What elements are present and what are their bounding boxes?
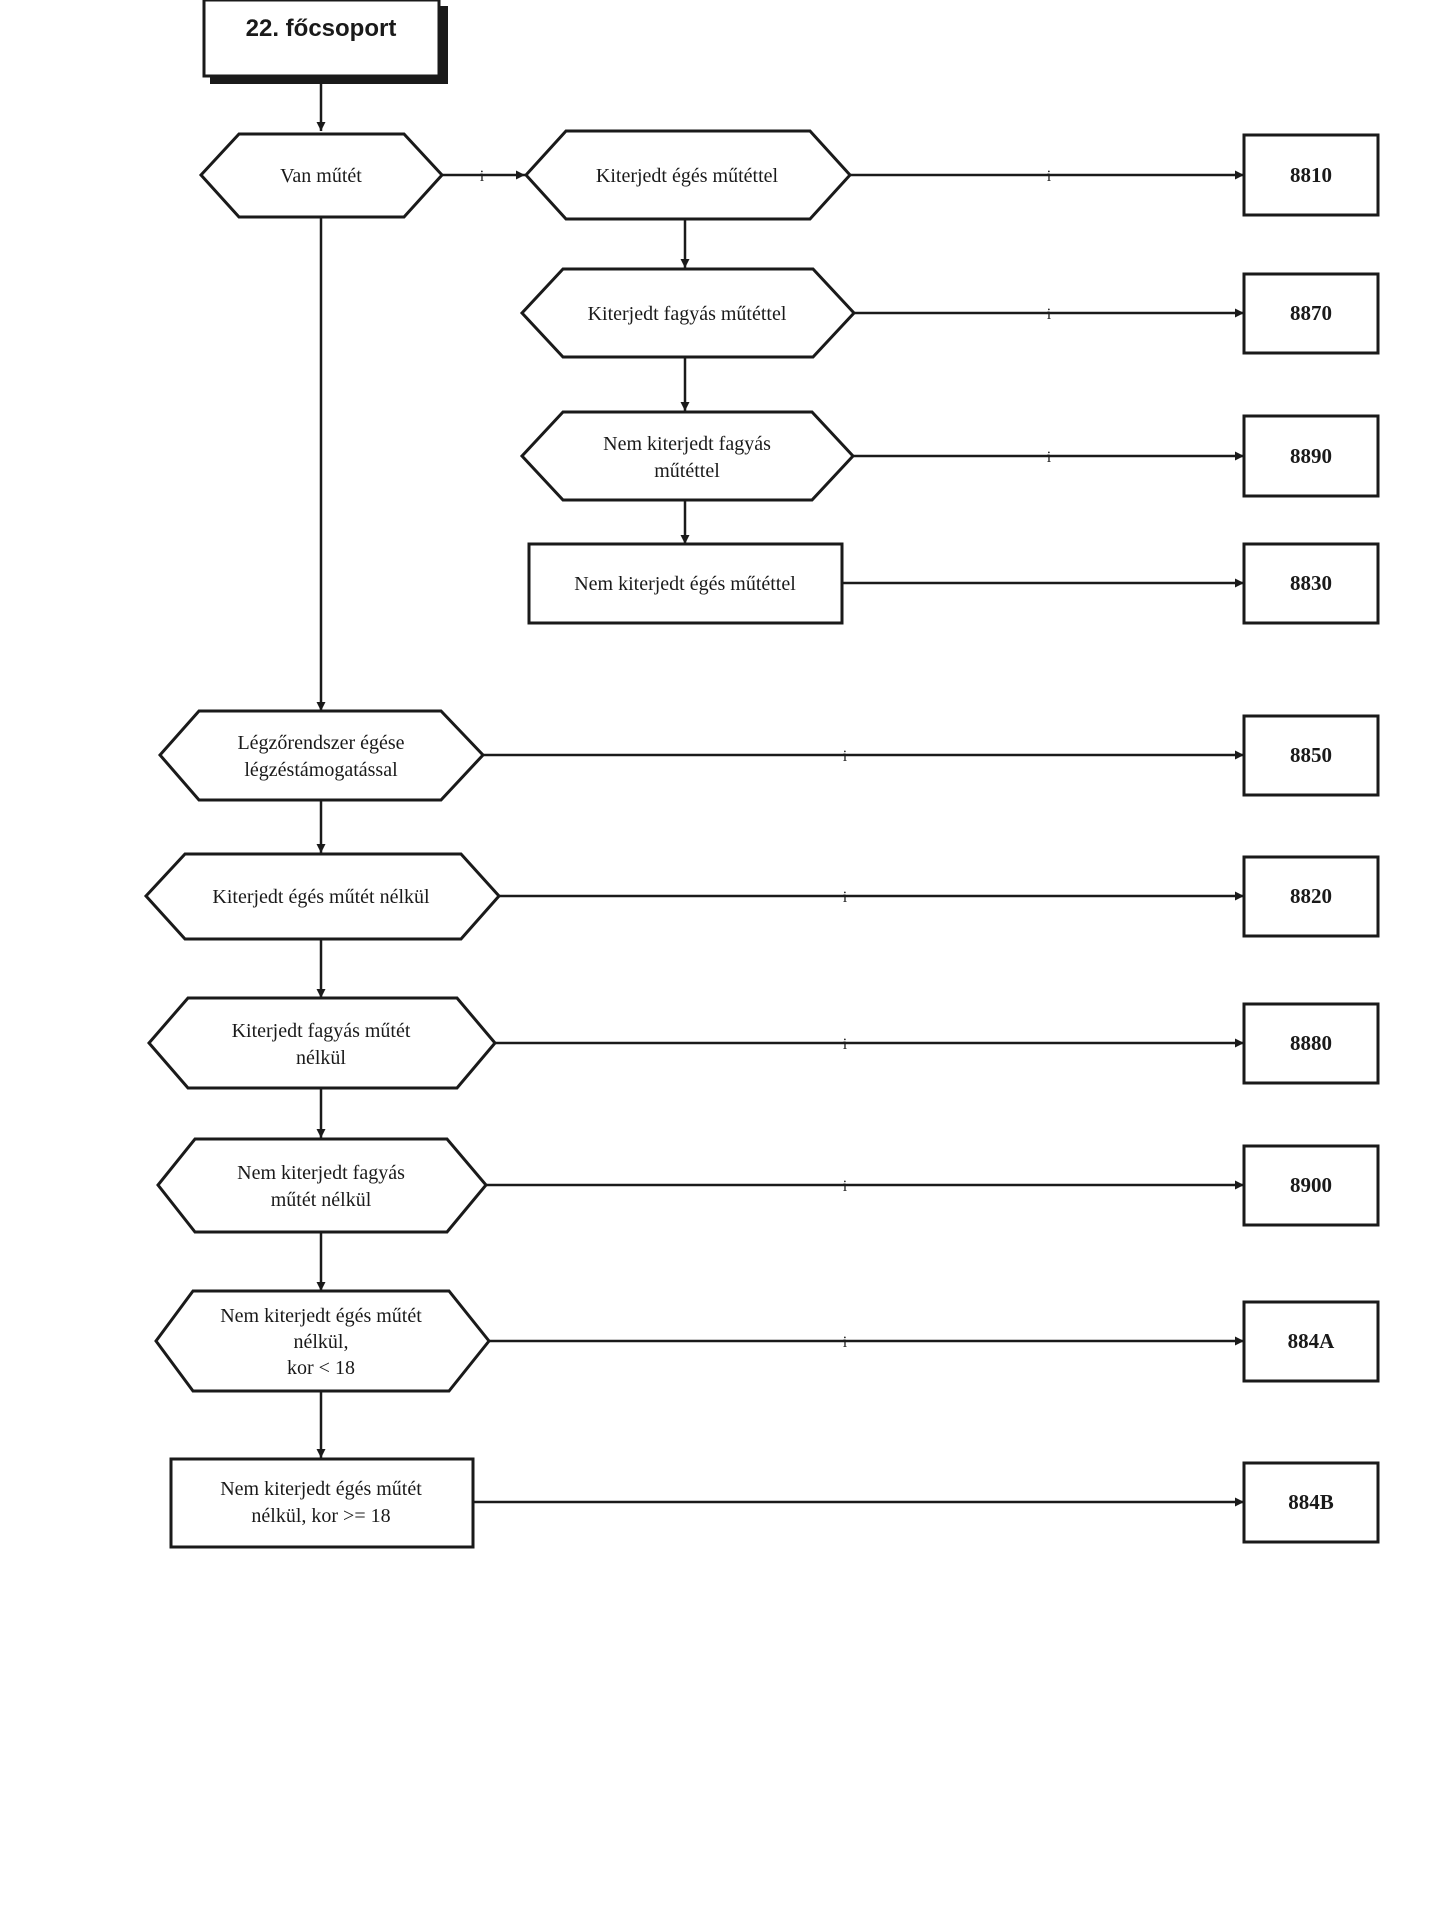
code-box-8820 <box>1242 855 1380 938</box>
decision-nem-kiterjedt-eges-mutet-nelkul-kor <box>154 1289 491 1393</box>
code-label: 8870 <box>1290 301 1332 325</box>
code-label: 8900 <box>1290 1173 1332 1197</box>
code-label: 884B <box>1288 1490 1334 1514</box>
title-text: 22. főcsoport <box>246 15 397 42</box>
code-boxes <box>1242 133 1380 1544</box>
decision-label: műtét nélkül <box>271 1189 372 1211</box>
process-texts: Nem kiterjedt égés műtéttel Nem kiterjed… <box>220 573 796 1527</box>
yes-label: i <box>843 748 848 765</box>
decision-kiterjedt-eges-mutet-nelkul <box>143 852 502 941</box>
code-box-8880 <box>1242 1002 1380 1085</box>
decision-label: Kiterjedt égés műtét nélkül <box>212 886 430 908</box>
yes-label: i <box>1047 168 1052 185</box>
code-label: 8890 <box>1290 444 1332 468</box>
decision-kiterjedt-eges-mutettel <box>523 129 853 221</box>
code-box-8870 <box>1242 272 1380 355</box>
title-box: 22. főcsoport <box>202 0 448 84</box>
decision-kiterjedt-fagyas-mutet-nelkul <box>147 996 497 1090</box>
decision-label: Nem kiterjedt fagyás <box>237 1162 405 1184</box>
decision-label: nélkül <box>296 1047 346 1069</box>
decision-van-mutet <box>198 132 445 219</box>
code-box-8810 <box>1242 133 1380 217</box>
code-label: 8820 <box>1290 884 1332 908</box>
decision-nem-kiterjedt-fagyas-mutettel <box>519 410 856 502</box>
decision-label: légzéstámogatással <box>244 759 398 781</box>
process-label: Nem kiterjedt égés műtéttel <box>574 573 796 595</box>
decision-label: Van műtét <box>280 165 362 187</box>
code-label: 8880 <box>1290 1031 1332 1055</box>
yes-label: i <box>843 1334 848 1351</box>
process-label: nélkül, kor >= 18 <box>251 1505 390 1527</box>
code-label: 8830 <box>1290 571 1332 595</box>
process-nodes <box>169 542 844 1549</box>
code-box-8890 <box>1242 414 1380 498</box>
decision-label: Légzőrendszer égése <box>237 732 404 754</box>
decision-label: Kiterjedt égés műtéttel <box>596 165 779 187</box>
yes-label: i <box>1047 306 1052 323</box>
process-nem-kiterjedt-eges-mutet-nelkul-kor-18 <box>169 1457 475 1549</box>
decision-label: Kiterjedt fagyás műtéttel <box>588 303 787 325</box>
yes-label: i <box>480 168 485 185</box>
connectors <box>316 84 1244 1507</box>
decision-label: nélkül, <box>294 1331 349 1353</box>
code-box-8830 <box>1242 542 1380 625</box>
decision-label: Kiterjedt fagyás műtét <box>232 1020 411 1042</box>
decision-texts: Van műtét Kiterjedt égés műtéttel Kiterj… <box>212 165 786 1379</box>
decision-legzorendszer-egese <box>158 709 486 802</box>
process-nem-kiterjedt-eges-mutettel <box>527 542 844 625</box>
code-box-8850 <box>1242 714 1380 797</box>
code-box-8900 <box>1242 1144 1380 1227</box>
yes-label: i <box>843 1178 848 1195</box>
process-label: Nem kiterjedt égés műtét <box>220 1478 422 1500</box>
code-label: 8850 <box>1290 743 1332 767</box>
code-label: 884A <box>1288 1329 1336 1353</box>
yes-label: i <box>843 1036 848 1053</box>
code-box-884A <box>1242 1300 1380 1383</box>
title-frame <box>202 0 441 78</box>
yes-label: i <box>843 889 848 906</box>
decision-label: Nem kiterjedt fagyás <box>603 433 771 455</box>
yes-labels: i i i i i i i i i <box>480 168 1052 1351</box>
decision-label: Nem kiterjedt égés műtét <box>220 1305 422 1327</box>
decision-nodes <box>143 129 857 1393</box>
code-label: 8810 <box>1290 163 1332 187</box>
decision-nem-kiterjedt-fagyas-mutet-nelkul <box>156 1137 488 1234</box>
yes-label: i <box>1047 449 1052 466</box>
decision-kiterjedt-fagyas-mutettel <box>519 267 857 359</box>
code-texts: 8810 8870 8890 8830 8850 8820 8880 8900 … <box>1288 163 1336 1514</box>
decision-label: műtéttel <box>654 460 720 482</box>
decision-label: kor < 18 <box>287 1357 355 1379</box>
code-box-884B <box>1242 1461 1380 1544</box>
